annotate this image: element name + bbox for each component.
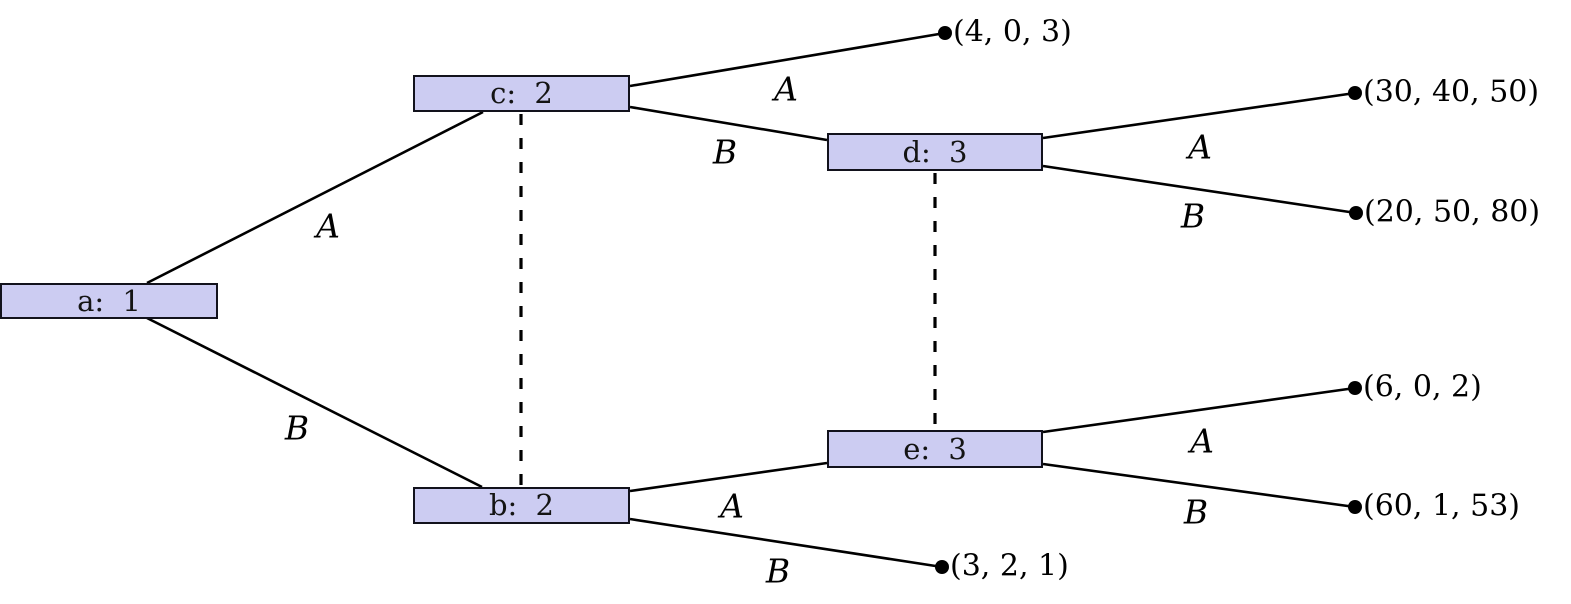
node-a: a: 1	[0, 283, 218, 319]
leaf-dot	[1349, 206, 1363, 220]
edge-c-leaf-403	[629, 31, 946, 88]
leaf-payoff: (60, 1, 53)	[1363, 488, 1520, 524]
edge-e-leaf-602	[1042, 386, 1356, 434]
leaf-payoff: (30, 40, 50)	[1363, 74, 1540, 110]
edge-c-d	[629, 105, 828, 142]
leaf-dot	[1348, 500, 1362, 514]
edge-d-leaf-304050	[1042, 91, 1356, 140]
node-d: d: 3	[827, 133, 1043, 171]
edge-e-leaf-60153	[1042, 462, 1356, 509]
node-b-label: b: 2	[488, 488, 554, 522]
edge-label-e-leaf-b: B	[1183, 492, 1209, 532]
node-e-label: e: 3	[903, 431, 967, 466]
edge-label-a-c: A	[316, 206, 340, 246]
edge-label-b-leaf: B	[765, 551, 791, 591]
leaf-payoff: (4, 0, 3)	[953, 14, 1072, 50]
leaf-dot	[935, 560, 949, 574]
leaf-dot	[1348, 381, 1362, 395]
edge-label-d-leaf-b: B	[1180, 196, 1206, 236]
node-b: b: 2	[413, 487, 630, 524]
edge-label-d-leaf-a: A	[1188, 127, 1212, 167]
edge-d-leaf-205080	[1042, 164, 1357, 215]
leaf-dot	[938, 26, 952, 40]
edge-b-e	[629, 461, 828, 493]
edge-label-c-leaf: A	[774, 69, 798, 109]
node-a-label: a: 1	[77, 283, 141, 318]
node-c-label: c: 2	[490, 76, 553, 110]
node-d-label: d: 3	[902, 134, 968, 169]
edge-label-a-b: B	[284, 408, 310, 448]
leaf-payoff: (6, 0, 2)	[1363, 369, 1482, 405]
leaf-payoff: (20, 50, 80)	[1364, 194, 1541, 230]
edge-label-b-e: A	[720, 486, 744, 526]
edge-label-c-d: B	[712, 132, 738, 172]
node-e: e: 3	[827, 430, 1043, 468]
node-c: c: 2	[413, 75, 630, 112]
leaf-dot	[1348, 86, 1362, 100]
edge-b-leaf-321	[629, 517, 943, 569]
edge-a-c	[146, 110, 484, 285]
leaf-payoff: (3, 2, 1)	[950, 548, 1069, 584]
edge-a-b	[146, 316, 483, 489]
edge-label-e-leaf-a: A	[1190, 421, 1214, 461]
